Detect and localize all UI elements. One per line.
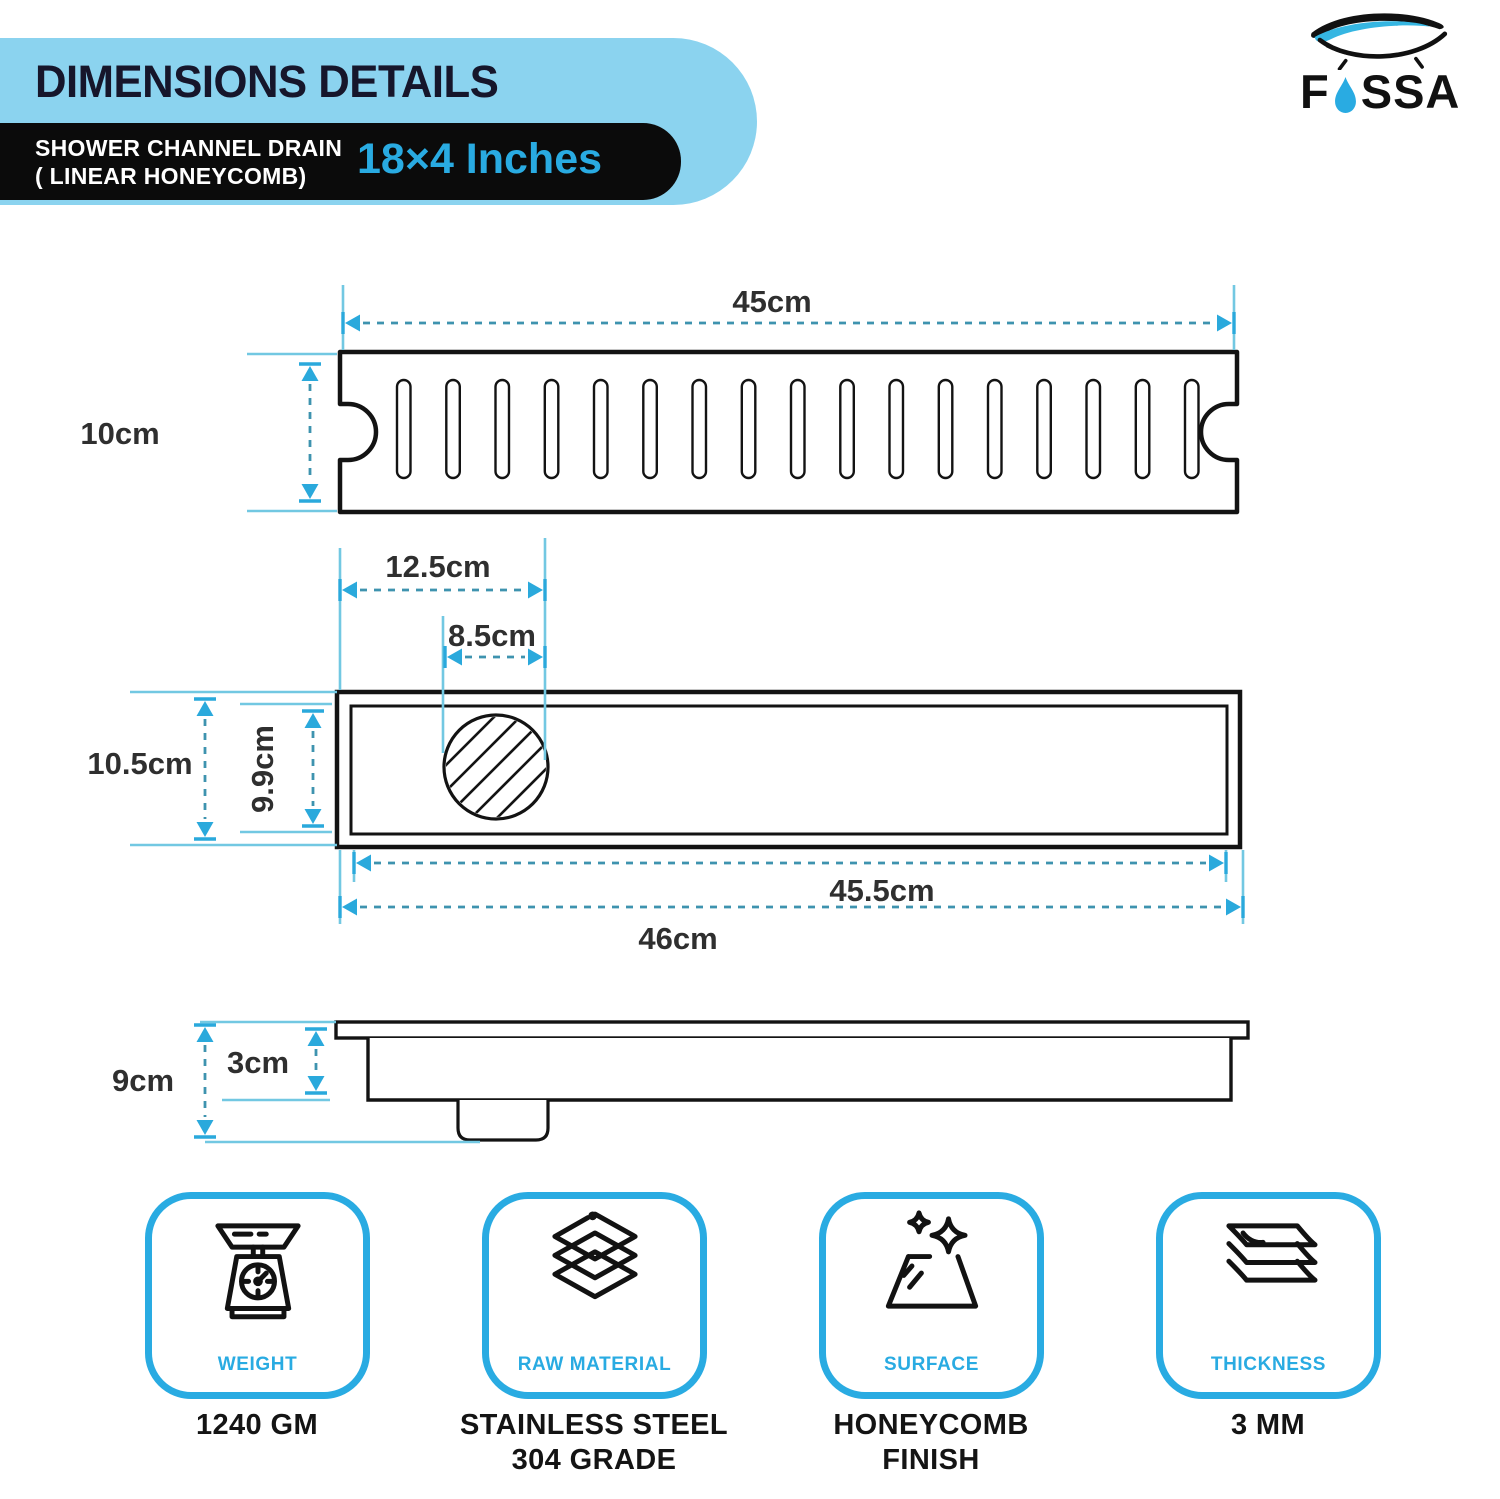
bathtub-icon: [1311, 13, 1448, 71]
water-drop-icon: [1334, 76, 1356, 114]
page-title: DIMENSIONS DETAILS: [35, 56, 499, 107]
dim-label-top-height: 10cm: [80, 416, 159, 451]
spec-caption-raw-material: STAINLESS STEEL 304 GRADE: [459, 1409, 729, 1476]
plan-view-drawing: [334, 689, 1243, 850]
thickness-sheets-icon: [1225, 1223, 1317, 1283]
dim-label-outer-width: 46cm: [638, 921, 717, 956]
spec-card-label: WEIGHT: [217, 1354, 298, 1375]
brand-letters-ssa: SSA: [1360, 65, 1461, 118]
dim-label-top-width: 45cm: [732, 284, 811, 319]
drain-outlet: [456, 1100, 550, 1142]
spec-card-weight: WEIGHT: [145, 1192, 370, 1399]
spec-card-surface: SURFACE: [819, 1192, 1044, 1399]
surface-shine-icon: [885, 1210, 978, 1309]
spec-card-label: THICKNESS: [1210, 1354, 1327, 1375]
dim-label-side-height: 9cm: [112, 1063, 174, 1098]
dim-label-offset: 12.5cm: [385, 549, 490, 584]
dim-label-drain: 8.5cm: [448, 618, 536, 653]
dim-label-inner-width: 45.5cm: [829, 873, 934, 908]
dimension-labels: 45cm 10cm 12.5cm 8.5cm 10.5cm 9.9cm 45.5…: [80, 284, 934, 1098]
product-name: SHOWER CHANNEL DRAIN ( LINEAR HONEYCOMB): [35, 134, 342, 190]
spec-card-label: SURFACE: [884, 1354, 979, 1375]
raw-material-layers-icon: [551, 1211, 638, 1300]
brand-letter-f: F: [1300, 65, 1330, 118]
product-name-line1: SHOWER CHANNEL DRAIN: [35, 135, 343, 161]
spec-card-raw-material: RAW MATERIAL: [482, 1192, 707, 1399]
spec-caption-weight: 1240 GM: [195, 1409, 319, 1441]
dim-label-depth: 3cm: [227, 1045, 289, 1080]
brand-wordmark: F SSA: [1300, 68, 1460, 115]
spec-caption-thickness: 3 MM: [1230, 1409, 1306, 1441]
dim-label-outer-height: 10.5cm: [87, 746, 192, 781]
spec-card-thickness: THICKNESS: [1156, 1192, 1381, 1399]
product-name-line2: ( LINEAR HONEYCOMB): [35, 163, 307, 190]
spec-card-label: RAW MATERIAL: [517, 1354, 672, 1375]
dimension-annotations: [130, 285, 1245, 1144]
dim-label-inner-height: 9.9cm: [245, 725, 280, 813]
top-view-drawing: [337, 349, 1240, 515]
brand-logo: F SSA: [1298, 6, 1488, 118]
product-pill: SHOWER CHANNEL DRAIN ( LINEAR HONEYCOMB)…: [0, 123, 681, 200]
weight-scale-icon: [214, 1223, 301, 1320]
side-view-drawing: [334, 1020, 1250, 1142]
spec-caption-surface: HONEYCOMB FINISH: [833, 1409, 1029, 1476]
grate-slots: [395, 378, 1200, 480]
size-badge: 18×4 Inches: [357, 135, 603, 183]
